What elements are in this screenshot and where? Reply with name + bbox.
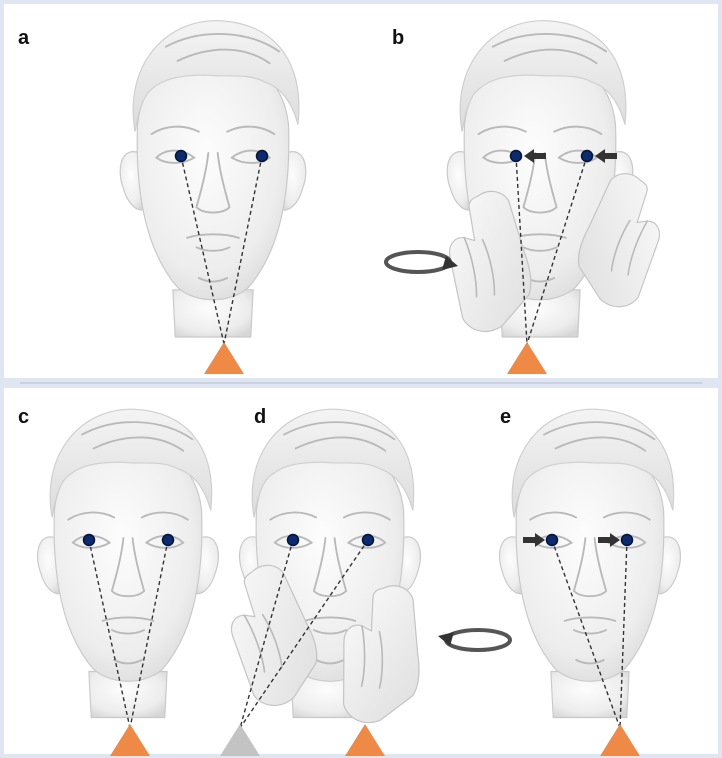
pupil-b-right xyxy=(582,151,593,162)
panel-label-e: e xyxy=(500,406,511,428)
pupil-b-left xyxy=(511,151,522,162)
pupil-c-right xyxy=(163,535,174,546)
pupil-e-left xyxy=(547,535,558,546)
panel-label-b: b xyxy=(392,27,404,49)
panel-label-a: a xyxy=(18,27,30,49)
pupil-a-right xyxy=(257,151,268,162)
panel-label-d: d xyxy=(254,406,266,428)
panel-label-c: c xyxy=(18,406,29,428)
pupil-a-left xyxy=(176,151,187,162)
pupil-c-left xyxy=(84,535,95,546)
pupil-e-right xyxy=(622,535,633,546)
pupil-d-right xyxy=(363,535,374,546)
pupil-d-left xyxy=(288,535,299,546)
